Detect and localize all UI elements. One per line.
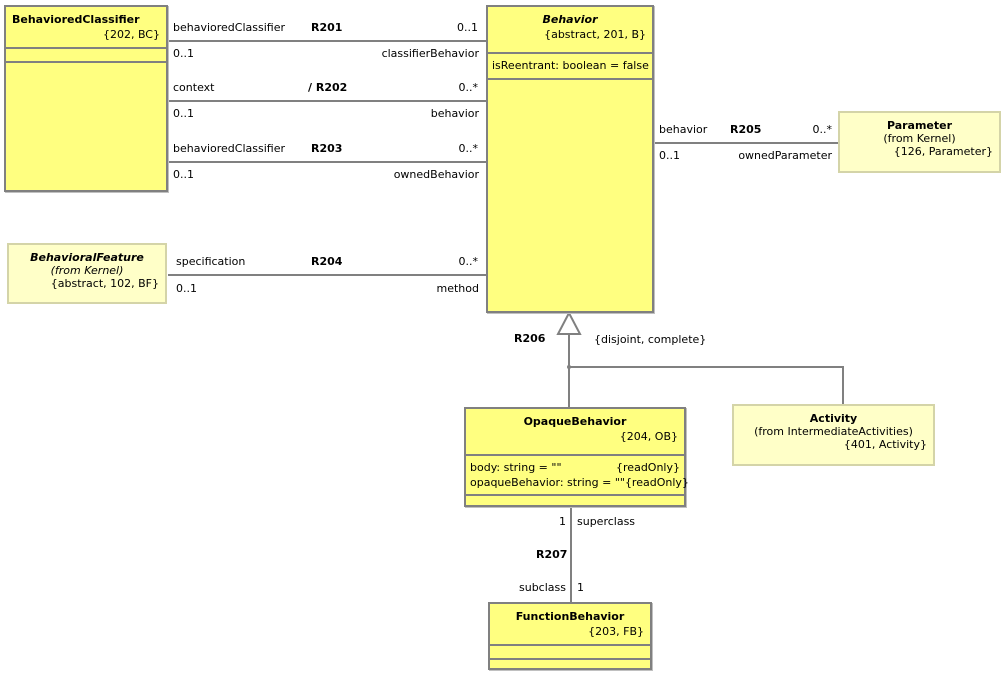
r202-dst-mult: 0..* bbox=[458, 81, 479, 94]
r201-id: R201 bbox=[311, 21, 343, 34]
class-origin: (from IntermediateActivities) bbox=[754, 425, 913, 438]
r207-top-mult: 1 bbox=[559, 515, 566, 528]
class-tag: {401, Activity} bbox=[843, 438, 927, 451]
class-header: BehavioralFeature (from Kernel) {abstrac… bbox=[9, 245, 165, 292]
r203-id: R203 bbox=[311, 142, 343, 155]
class-tag: {202, BC} bbox=[102, 28, 160, 41]
r205-dst-role: ownedParameter bbox=[738, 149, 832, 162]
r203-src-role: behavioredClassifier bbox=[173, 142, 286, 155]
class-header: Parameter (from Kernel) {126, Parameter} bbox=[840, 113, 999, 160]
operation-compartment bbox=[490, 658, 650, 660]
operation-compartment bbox=[488, 78, 652, 80]
class-header: Behavior {abstract, 201, B} bbox=[488, 7, 652, 52]
class-function-behavior[interactable]: FunctionBehavior {203, FB} bbox=[488, 602, 652, 670]
attribute-modifier: {readOnly} bbox=[624, 476, 689, 489]
r206-id: R206 bbox=[514, 332, 546, 345]
class-behaviored-classifier[interactable]: BehavioredClassifier {202, BC} bbox=[4, 5, 168, 192]
attribute-row: opaqueBehavior: string = "" {readOnly} bbox=[466, 475, 689, 490]
r205-src-mult: 0..1 bbox=[659, 149, 680, 162]
class-behavioral-feature[interactable]: BehavioralFeature (from Kernel) {abstrac… bbox=[7, 243, 167, 304]
class-parameter[interactable]: Parameter (from Kernel) {126, Parameter} bbox=[838, 111, 1001, 173]
r202-src-role: context bbox=[173, 81, 215, 94]
r204-src-role: specification bbox=[176, 255, 246, 268]
r201-src-role: behavioredClassifier bbox=[173, 21, 286, 34]
operation-compartment bbox=[466, 494, 684, 496]
class-tag: {abstract, 102, BF} bbox=[50, 277, 159, 290]
r203-dst-mult: 0..* bbox=[458, 142, 479, 155]
operation-compartment bbox=[6, 61, 166, 63]
r204-id: R204 bbox=[311, 255, 343, 268]
r207-id: R207 bbox=[536, 548, 568, 561]
generalization-junction bbox=[567, 365, 571, 369]
r207-bottom-role: subclass bbox=[519, 581, 566, 594]
class-origin: (from Kernel) bbox=[50, 264, 124, 277]
attribute-compartment: body: string = "" {readOnly} opaqueBehav… bbox=[466, 454, 689, 494]
r205-src-role: behavior bbox=[659, 123, 708, 136]
r206-branch-activity[interactable] bbox=[569, 366, 844, 405]
attribute-compartment bbox=[6, 47, 166, 61]
class-name: FunctionBehavior bbox=[515, 610, 625, 623]
class-header: FunctionBehavior {203, FB} bbox=[490, 604, 650, 644]
r203-src-mult: 0..1 bbox=[173, 168, 194, 181]
r204-src-mult: 0..1 bbox=[176, 282, 197, 295]
class-origin: (from Kernel) bbox=[883, 132, 956, 145]
attribute-compartment: isReentrant: boolean = false bbox=[488, 52, 652, 78]
class-tag: {203, FB} bbox=[588, 625, 644, 638]
attribute-text: body: string = "" bbox=[470, 461, 562, 474]
r201-src-mult: 0..1 bbox=[173, 47, 194, 60]
r202-src-mult: 0..1 bbox=[173, 107, 194, 120]
attribute-isreentrant: isReentrant: boolean = false bbox=[492, 59, 649, 72]
class-behavior[interactable]: Behavior {abstract, 201, B} isReentrant:… bbox=[486, 5, 654, 313]
class-header: OpaqueBehavior {204, OB} bbox=[466, 409, 684, 454]
r205-id: R205 bbox=[730, 123, 762, 136]
r206-constraint: {disjoint, complete} bbox=[594, 333, 707, 346]
r204-dst-role: method bbox=[436, 282, 479, 295]
class-name: Activity bbox=[809, 412, 858, 425]
r201-dst-mult: 0..1 bbox=[457, 21, 478, 34]
class-opaque-behavior[interactable]: OpaqueBehavior {204, OB} body: string = … bbox=[464, 407, 689, 507]
r207-top-role: superclass bbox=[577, 515, 636, 528]
attribute-modifier: {readOnly} bbox=[616, 461, 680, 474]
class-activity[interactable]: Activity (from IntermediateActivities) {… bbox=[732, 404, 935, 466]
r205-dst-mult: 0..* bbox=[812, 123, 833, 136]
class-header: BehavioredClassifier {202, BC} bbox=[6, 7, 166, 47]
class-header: Activity (from IntermediateActivities) {… bbox=[734, 406, 933, 453]
attribute-text: opaqueBehavior: string = "" bbox=[470, 476, 625, 489]
r203-dst-role: ownedBehavior bbox=[393, 168, 479, 181]
generalization-triangle bbox=[556, 310, 582, 335]
attribute-row: body: string = "" {readOnly} bbox=[466, 460, 684, 475]
r202-id: / R202 bbox=[308, 81, 348, 94]
attribute-compartment bbox=[490, 644, 650, 658]
class-tag: {126, Parameter} bbox=[893, 145, 993, 158]
r202-dst-role: behavior bbox=[430, 107, 479, 120]
r204-dst-mult: 0..* bbox=[458, 255, 479, 268]
class-tag: {abstract, 201, B} bbox=[544, 28, 646, 41]
class-name: BehavioralFeature bbox=[30, 251, 144, 264]
class-name: Parameter bbox=[886, 119, 953, 132]
r207-bottom-mult: 1 bbox=[577, 581, 584, 594]
class-name: BehavioredClassifier bbox=[12, 13, 140, 26]
r201-dst-role: classifierBehavior bbox=[381, 47, 479, 60]
class-name: Behavior bbox=[542, 13, 598, 26]
class-name: OpaqueBehavior bbox=[523, 415, 627, 428]
class-tag: {204, OB} bbox=[619, 430, 678, 443]
